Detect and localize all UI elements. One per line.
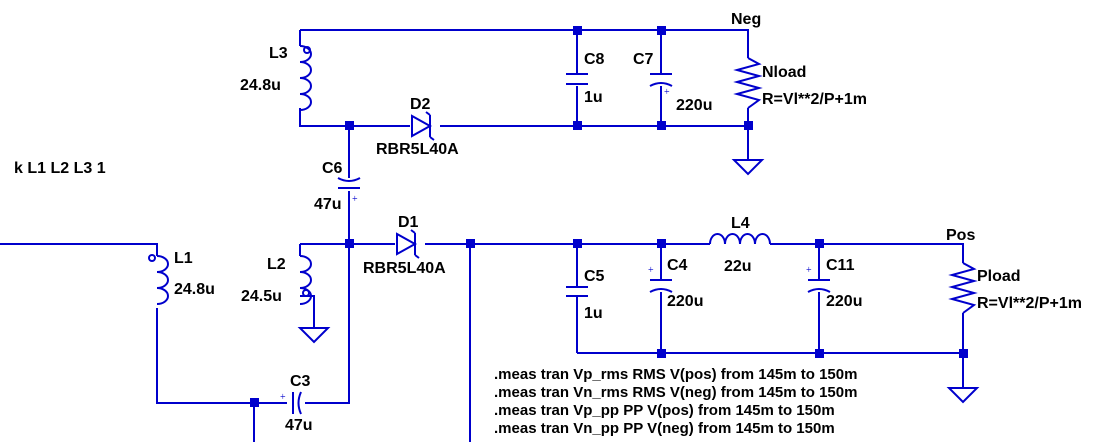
pload-value: R=Vl**2/P+1m [977, 295, 1082, 312]
c6-ref: C6 [322, 160, 343, 177]
d2-value: RBR5L40A [376, 141, 459, 158]
junctions [250, 26, 968, 407]
directive-line[interactable]: .meas tran Vp_pp PP V(pos) from 145m to … [494, 402, 835, 419]
c6-plus-icon: + [352, 194, 358, 205]
wire-l3-bottom [299, 108, 410, 127]
l3-value: 24.8u [240, 77, 281, 94]
d2-diode[interactable] [411, 111, 435, 141]
d1-diode[interactable] [396, 229, 420, 259]
nload-value: R=Vl**2/P+1m [762, 91, 867, 108]
l1-inductor[interactable] [148, 254, 169, 305]
pload-ref: Pload [977, 268, 1021, 285]
l2-ref: L2 [267, 256, 286, 273]
l2-value: 24.5u [241, 288, 282, 305]
c4-capacitor[interactable]: + [648, 265, 673, 293]
wire-l1-bottom [156, 308, 287, 404]
c4-ref: C4 [667, 257, 688, 274]
wire-input-left [0, 243, 158, 256]
d2-ref: D2 [410, 96, 431, 113]
wire-neg-rail [300, 29, 749, 58]
c4-plus-icon: + [648, 265, 654, 276]
nload-resistor[interactable] [733, 57, 763, 109]
c3-ref: C3 [290, 373, 311, 390]
c5-ref: C5 [584, 268, 605, 285]
l1-ref: L1 [174, 250, 193, 267]
c3-value: 47u [285, 417, 313, 434]
directive-line[interactable]: .meas tran Vn_pp PP V(neg) from 145m to … [494, 420, 835, 437]
nload-ref: Nload [762, 64, 806, 81]
c8-capacitor[interactable] [566, 73, 588, 85]
net-label-neg: Neg [731, 11, 761, 28]
c7-ref: C7 [633, 51, 654, 68]
l4-inductor[interactable] [709, 233, 771, 245]
c3-capacitor[interactable]: + [280, 391, 302, 415]
meas-directives[interactable]: .meas tran Vp_rms RMS V(pos) from 145m t… [494, 366, 857, 437]
coupling-directive: k L1 L2 L3 1 [14, 160, 106, 177]
l1-value: 24.8u [174, 281, 215, 298]
c11-capacitor[interactable]: + [806, 265, 831, 293]
c5-value: 1u [584, 305, 603, 322]
l3-ref: L3 [269, 45, 288, 62]
c8-ref: C8 [584, 51, 605, 68]
l3-dot-icon [303, 46, 311, 54]
c11-plus-icon: + [806, 265, 812, 276]
pload-resistor[interactable] [948, 262, 978, 314]
wire-l2-bottom [300, 295, 315, 328]
c4-value: 220u [667, 293, 703, 310]
c8-value: 1u [584, 89, 603, 106]
l3-inductor[interactable] [299, 45, 312, 111]
l1-dot-icon [148, 254, 156, 262]
l4-ref: L4 [731, 215, 750, 232]
c7-plus-icon: + [664, 87, 670, 98]
wire-l4-to-pos [770, 243, 964, 263]
ground-icon [297, 159, 980, 404]
net-label-pos: Pos [946, 227, 975, 244]
d1-ref: D1 [398, 214, 419, 231]
c6-capacitor[interactable]: + [337, 177, 361, 205]
c7-value: 220u [676, 97, 712, 114]
c3-plus-icon: + [280, 392, 286, 403]
c11-value: 220u [826, 293, 862, 310]
l2-inductor[interactable] [299, 255, 312, 305]
c7-capacitor[interactable]: + [649, 73, 673, 98]
l2-dot-icon [302, 289, 310, 297]
l4-value: 22u [724, 258, 752, 275]
wire-c3-right [305, 244, 350, 404]
directive-line[interactable]: .meas tran Vn_rms RMS V(neg) from 145m t… [494, 384, 857, 401]
c6-value: 47u [314, 196, 342, 213]
c11-ref: C11 [826, 257, 855, 274]
directive-line[interactable]: .meas tran Vp_rms RMS V(pos) from 145m t… [494, 366, 857, 383]
c5-capacitor[interactable] [566, 286, 588, 297]
d1-value: RBR5L40A [363, 260, 446, 277]
